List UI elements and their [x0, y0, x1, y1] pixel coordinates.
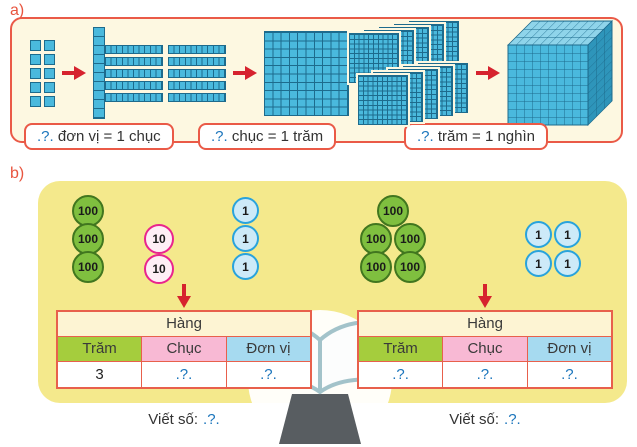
one-counter: 1: [554, 250, 581, 277]
tram-value-cell: .?.: [357, 360, 444, 389]
chuc-value-cell: .?.: [442, 360, 528, 389]
write-number-answer: .?.: [504, 411, 521, 428]
caption-box-tens: .?. chục = 1 trăm: [198, 123, 337, 150]
one-counter: 1: [554, 221, 581, 248]
ten-rod: [168, 56, 226, 66]
ten-rod: [105, 92, 163, 102]
hundred-counter: 100: [360, 223, 392, 255]
hundred-counter: 100: [72, 251, 104, 283]
tens-to-hundred-group: [105, 30, 349, 116]
hundred-counter: 100: [377, 195, 409, 227]
one-counter: 1: [232, 253, 259, 280]
down-arrow-icon: [478, 284, 492, 308]
right-arrow-icon: [476, 66, 500, 80]
down-arrow-icon: [177, 284, 191, 308]
unit-cube: [44, 67, 55, 79]
unit-cube: [30, 81, 41, 93]
section-a-label: a): [10, 2, 25, 19]
write-number-1: Viết số:.?.: [56, 411, 312, 428]
hundred-flat: [264, 30, 349, 116]
unit-cubes-group: [30, 39, 55, 107]
units-to-ten-group: [30, 27, 105, 119]
ten-counter: 10: [144, 254, 174, 284]
section-b-panel: 100 100 100 10 10 1 1 1 Hàng Trăm Chục Đ…: [38, 181, 627, 403]
unit-cube: [30, 53, 41, 65]
hundred-flat-small: [358, 75, 408, 125]
hundreds-to-thousand-group: [349, 20, 613, 126]
donvi-value-cell: .?.: [225, 360, 312, 389]
caption-text: trăm = 1 nghìn: [433, 128, 535, 145]
write-number-2: Viết số:.?.: [357, 411, 613, 428]
ten-rod: [105, 44, 163, 54]
answer-placeholder: .?.: [211, 128, 228, 145]
place-value-table-2: Hàng Trăm Chục Đơn vị .?. .?. .?.: [357, 310, 613, 389]
unit-cube: [30, 95, 41, 107]
caption-text: đơn vị = 1 chục: [53, 128, 161, 145]
one-counter: 1: [232, 225, 259, 252]
caption-text: chục = 1 trăm: [227, 128, 324, 145]
write-number-label: Viết số:: [449, 411, 500, 428]
place-value-group-2: 100 100 100 100 100 1 1 1 1 Hàng Trăm Ch…: [357, 195, 613, 393]
answer-placeholder: .?.: [37, 128, 54, 145]
ten-counter: 10: [144, 224, 174, 254]
unit-cube: [30, 67, 41, 79]
write-number-label: Viết số:: [148, 411, 199, 428]
ten-rod: [168, 44, 226, 54]
ten-rod: [105, 56, 163, 66]
section-a-panel: .?. đơn vị = 1 chục .?. chục = 1 trăm .?…: [10, 17, 623, 150]
ten-rod-vertical: [93, 27, 105, 119]
one-counter: 1: [525, 221, 552, 248]
one-counter: 1: [525, 250, 552, 277]
answer-placeholder: .?.: [417, 128, 434, 145]
ten-rod: [168, 80, 226, 90]
table-header-hang: Hàng: [357, 310, 613, 337]
ten-rods-group: [105, 44, 226, 102]
column-tram: Trăm: [56, 335, 143, 362]
section-b-label: b): [10, 165, 25, 182]
tram-value-cell: 3: [56, 360, 143, 389]
ten-rod: [105, 80, 163, 90]
hundred-counter: 100: [394, 251, 426, 283]
hundred-counter: 100: [360, 251, 392, 283]
chuc-value-cell: .?.: [141, 360, 227, 389]
base10-blocks-row: [12, 19, 621, 126]
unit-cube: [44, 39, 55, 51]
unit-cube: [44, 81, 55, 93]
unit-cube: [44, 53, 55, 65]
write-number-answer: .?.: [203, 411, 220, 428]
column-donvi: Đơn vị: [526, 335, 613, 362]
unit-cube: [44, 95, 55, 107]
donvi-value-cell: .?.: [526, 360, 613, 389]
column-chuc: Chục: [442, 335, 528, 362]
column-tram: Trăm: [357, 335, 444, 362]
place-value-group-1: 100 100 100 10 10 1 1 1 Hàng Trăm Chục Đ…: [56, 195, 312, 393]
ten-rod: [168, 68, 226, 78]
counters-area: 100 100 100 100 100 1 1 1 1: [357, 195, 613, 283]
caption-box-units: .?. đơn vị = 1 chục: [24, 123, 174, 150]
thousand-cube: [507, 20, 613, 126]
caption-box-hundreds: .?. trăm = 1 nghìn: [404, 123, 548, 150]
column-chuc: Chục: [141, 335, 227, 362]
column-donvi: Đơn vị: [225, 335, 312, 362]
unit-cube: [30, 39, 41, 51]
hundred-flats-stack: [349, 21, 469, 125]
hundred-counter: 100: [72, 195, 104, 227]
table-header-hang: Hàng: [56, 310, 312, 337]
ten-rod: [168, 92, 226, 102]
place-value-table-1: Hàng Trăm Chục Đơn vị 3 .?. .?.: [56, 310, 312, 389]
write-number-row: Viết số:.?. Viết số:.?.: [38, 411, 627, 428]
ten-rod: [105, 68, 163, 78]
right-arrow-icon: [233, 66, 257, 80]
one-counter: 1: [232, 197, 259, 224]
counters-area: 100 100 100 10 10 1 1 1: [56, 195, 312, 284]
right-arrow-icon: [62, 66, 86, 80]
